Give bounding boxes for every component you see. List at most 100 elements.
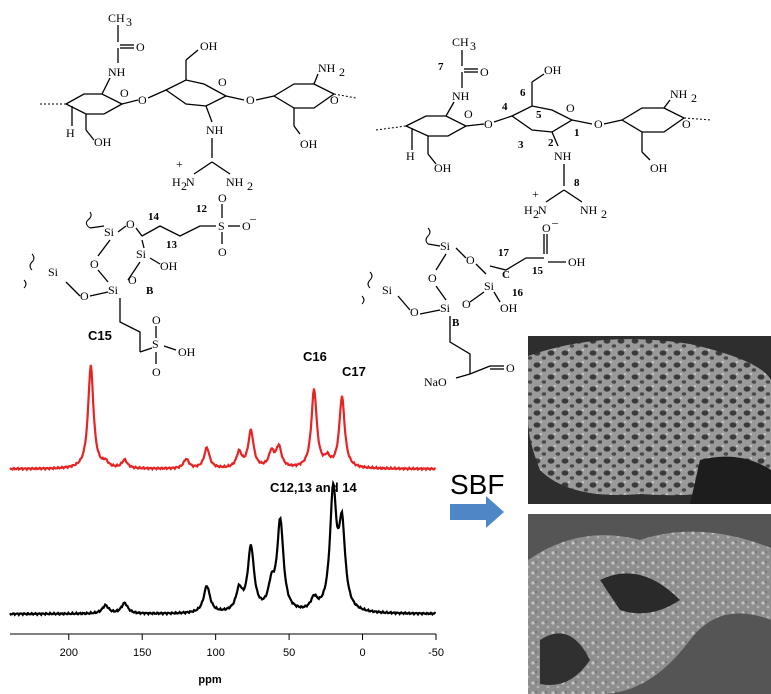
rs-o-carb: O (506, 361, 515, 375)
rs-oh-15: OH (568, 255, 586, 269)
ls-nh2-sub: 2 (339, 65, 345, 79)
svg-text:O: O (484, 117, 493, 131)
ls-o-si3: O (80, 289, 89, 303)
rs-o-r3: O (462, 297, 471, 311)
svg-text:O: O (246, 93, 255, 107)
ls-si3: Si (108, 283, 119, 297)
ls-h: H (66, 126, 75, 140)
rs-n15: 15 (532, 265, 544, 277)
rs-n16: 16 (512, 287, 524, 299)
right-arrow-icon (450, 496, 504, 528)
ls-o-s2b: O (152, 365, 161, 379)
rs-oh-right: OH (650, 161, 668, 175)
rs-nh: NH (452, 89, 470, 103)
ls-h2n-sub: 2 (181, 179, 187, 193)
rs-n3: 3 (518, 139, 524, 151)
x-axis-ticks: 200 150 100 50 0 -50 (60, 634, 444, 659)
rs-carbonyl-o: O (480, 65, 489, 79)
ls-label-b: B (146, 285, 154, 297)
rs-n17: 17 (498, 247, 510, 259)
rs-o-minus: O (542, 221, 551, 235)
ls-nh2-right-sub: 2 (247, 179, 253, 193)
rs-n2: 2 (548, 137, 554, 149)
nmr-trace-untreated (9, 479, 437, 617)
ls-h2n-n: N (186, 175, 195, 189)
rs-oh-left: OH (434, 161, 452, 175)
rs-nh2-b-sub: 2 (601, 207, 607, 221)
rs-o-r1: O (466, 253, 475, 267)
svg-text:O: O (120, 86, 129, 100)
ls-oh-si: OH (160, 259, 178, 273)
x-tick-label: 0 (359, 647, 365, 659)
peak-label-c17: C17 (342, 364, 366, 379)
rs-h2n-n: N (538, 203, 547, 217)
rs-n1: 1 (574, 127, 580, 139)
sbf-label: SBF (450, 469, 504, 500)
ls-ch3-sub: 3 (126, 15, 132, 29)
ls-n12: 12 (196, 203, 208, 215)
ls-o-s2a: O (152, 313, 161, 327)
rs-label-c: C (502, 269, 510, 281)
rs-n6: 6 (520, 87, 526, 99)
rs-n5: 5 (536, 109, 542, 121)
ls-n14: 14 (148, 211, 160, 223)
sbf-treatment-arrow: SBF (450, 469, 504, 528)
ls-h2n-h: H (172, 175, 181, 189)
ls-nh-link: NH (206, 123, 224, 137)
ls-o-ring2: O (90, 257, 99, 271)
ls-o-s1c: O (242, 219, 251, 233)
rs-na-o: NaO (424, 375, 447, 389)
x-tick-label: 100 (206, 647, 224, 659)
ls-oh3: OH (300, 137, 318, 151)
svg-text:O: O (464, 107, 473, 121)
svg-text:O: O (594, 117, 603, 131)
ls-carbonyl-o: O (136, 40, 145, 54)
rs-ch3-sub: 3 (470, 39, 476, 53)
rs-o-outer: O (410, 305, 419, 319)
rs-nh2: NH (670, 87, 688, 101)
x-tick-label: -50 (428, 647, 444, 659)
rs-oh-top: OH (544, 63, 562, 77)
rs-h2n-sub: 2 (533, 207, 539, 221)
ls-nh2-right: NH (226, 175, 244, 189)
ls-o-ring3: O (128, 273, 137, 287)
ls-oh1: OH (94, 135, 112, 149)
rs-h2n-h: H (524, 203, 533, 217)
rs-n7: 7 (438, 61, 444, 73)
sem-image-top (528, 336, 771, 504)
rs-oh-si: OH (500, 301, 518, 315)
x-tick-label: 200 (60, 647, 78, 659)
rs-n8: 8 (574, 177, 580, 189)
x-axis-title: ppm (198, 674, 221, 686)
svg-text:O: O (138, 93, 147, 107)
rs-si1: Si (440, 239, 451, 253)
x-tick-label: 50 (283, 647, 295, 659)
svg-text:O: O (218, 75, 227, 89)
ls-ch3: CH (108, 11, 125, 25)
ls-o-s1b: O (218, 245, 227, 259)
ls-nh: NH (108, 65, 126, 79)
rs-si2: Si (484, 279, 495, 293)
rs-ch3: CH (452, 35, 469, 49)
ls-oh-s2: OH (178, 345, 196, 359)
peak-label-c16: C16 (303, 349, 327, 364)
rs-si3: Si (440, 301, 451, 315)
peak-label-c15: C15 (88, 328, 112, 343)
rs-minus: – (551, 215, 559, 229)
rs-si-outer: Si (382, 283, 393, 297)
svg-text:O: O (566, 101, 575, 115)
sem-image-bottom (528, 514, 771, 694)
right-chitosan-carboxylate-structure: CH 3 7 O NH O H OH O O 4 5 3 2 1 6 OH NH (361, 35, 713, 389)
x-tick-label: 150 (133, 647, 151, 659)
rs-h: H (406, 149, 415, 163)
ls-o-ring1: O (126, 217, 135, 231)
rs-nh2-sub: 2 (691, 91, 697, 105)
ls-minus: – (249, 211, 257, 225)
rs-label-b: B (452, 317, 460, 329)
ls-si1: Si (104, 225, 115, 239)
ls-si-outer: Si (48, 265, 59, 279)
rs-nh2-b: NH (580, 203, 598, 217)
ls-o-s1a: O (218, 191, 227, 205)
